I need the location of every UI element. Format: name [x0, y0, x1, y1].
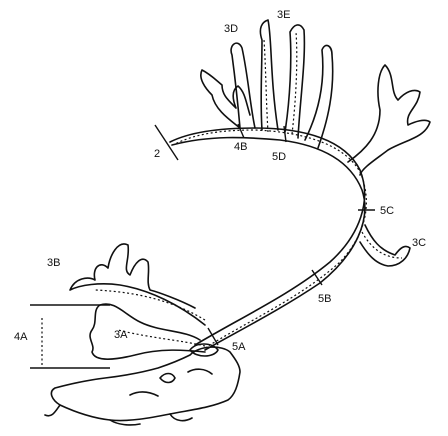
dotted-brow-path	[118, 330, 205, 346]
measure-4B-tick	[238, 124, 244, 138]
label-5C: 5C	[380, 205, 394, 217]
skull-eye	[160, 374, 175, 383]
dotted-beam-path	[175, 130, 366, 348]
label-3C: 3C	[412, 237, 426, 249]
bez-tine-3B	[70, 244, 205, 325]
label-2: 2	[154, 148, 160, 160]
tine-3D-inner	[231, 43, 255, 128]
label-3E: 3E	[277, 9, 290, 21]
label-3A: 3A	[114, 329, 128, 341]
rear-palm	[348, 65, 430, 175]
tine-3C	[360, 225, 410, 266]
tine-3E	[285, 25, 304, 138]
main-beam-outline	[170, 128, 365, 350]
front-palm-4B	[201, 70, 250, 128]
skull-outline	[51, 347, 240, 420]
dotted-3D-path	[264, 40, 268, 132]
label-4A: 4A	[14, 331, 28, 343]
label-5D: 5D	[272, 151, 286, 163]
dotted-3E-path	[292, 32, 297, 134]
label-3D: 3D	[224, 23, 238, 35]
tine-rear-long	[305, 45, 333, 148]
tine-3D	[260, 20, 278, 130]
label-3B: 3B	[47, 257, 60, 269]
label-5B: 5B	[318, 293, 331, 305]
label-5A: 5A	[232, 341, 246, 353]
label-4B: 4B	[234, 141, 247, 153]
